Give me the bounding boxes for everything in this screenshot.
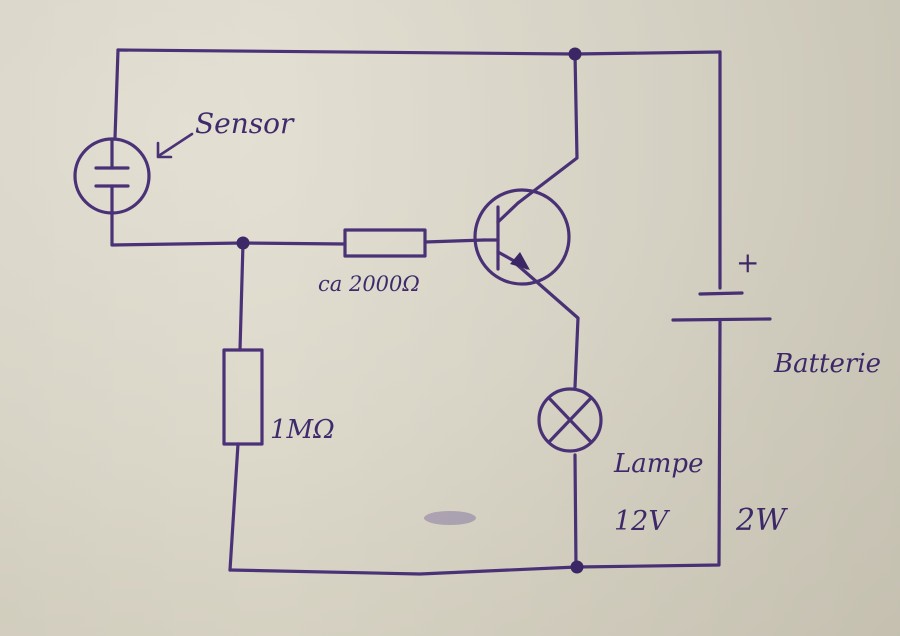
lamp-power-label: 2W [735, 503, 788, 538]
right-lower-wire [575, 320, 722, 569]
lamp-symbol [537, 387, 603, 453]
top-wire [116, 48, 722, 56]
left-bottom-wire [110, 210, 245, 247]
base-resistor-label: ca 2000Ω [318, 272, 420, 296]
transistor-symbol [473, 188, 571, 286]
node-to-resistor-wire [241, 241, 347, 246]
battery-label: Batterie [773, 349, 881, 379]
collector-wire [516, 52, 579, 205]
junction-bottom [570, 560, 584, 574]
left-resistor-bottom-wire [228, 442, 240, 572]
left-top-wire [113, 48, 120, 140]
junction-left-node [236, 236, 250, 250]
lamp-voltage-label: 12V [614, 506, 670, 537]
bottom-resistor-label: 1MΩ [270, 415, 335, 445]
base-resistor [343, 228, 427, 258]
sensor-label: Sensor [195, 107, 295, 140]
left-resistor-top-wire [238, 241, 245, 352]
bottom-wire [228, 565, 579, 576]
sensor-arrow [156, 132, 194, 159]
wires [110, 48, 722, 576]
battery-symbol [671, 291, 772, 322]
ink-smudge [424, 511, 476, 525]
lamp-to-ground-wire [573, 453, 578, 569]
junction-top-right [568, 47, 582, 61]
bottom-resistor [222, 348, 264, 446]
emitter-wire [512, 260, 580, 389]
sensor-symbol [73, 137, 151, 215]
lamp-label: Lampe [613, 449, 703, 479]
battery-plus-label: + [736, 246, 759, 279]
